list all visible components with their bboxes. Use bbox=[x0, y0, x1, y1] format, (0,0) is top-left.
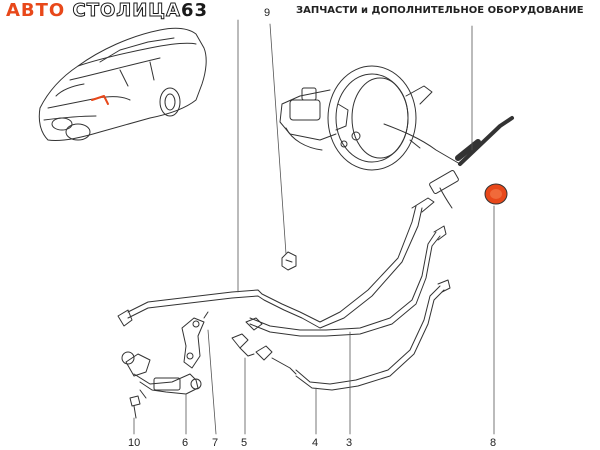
leader-lines bbox=[133, 19, 495, 435]
callout-4[interactable]: 4 bbox=[312, 437, 318, 449]
clutch-arm bbox=[458, 116, 514, 166]
callout-10[interactable]: 10 bbox=[128, 437, 140, 449]
header-tagline: ЗАПЧАСТИ и ДОПОЛНИТЕЛЬНОЕ ОБОРУДОВАНИЕ bbox=[296, 5, 584, 16]
callout-5[interactable]: 5 bbox=[241, 437, 247, 449]
part-5-fittings[interactable] bbox=[231, 317, 297, 375]
clutch-boot bbox=[455, 139, 481, 161]
clutch-master-cylinder bbox=[429, 170, 459, 194]
logo-part-stolitsa: СТОЛИЦА bbox=[72, 0, 181, 22]
brand-logo[interactable]: АВТО СТОЛИЦА63 bbox=[6, 0, 208, 22]
pipe-long bbox=[127, 205, 417, 323]
brake-booster-illustration bbox=[279, 65, 433, 171]
car-illustration bbox=[38, 27, 207, 141]
part-7-bracket[interactable] bbox=[181, 311, 209, 369]
logo-part-63: 63 bbox=[180, 0, 208, 21]
clutch-rod bbox=[383, 123, 461, 165]
callout-8[interactable]: 8 bbox=[490, 437, 496, 449]
header-banner: АВТО СТОЛИЦА63 ЗАПЧАСТИ и ДОПОЛНИТЕЛЬНОЕ… bbox=[0, 0, 600, 24]
part-9-clip[interactable] bbox=[281, 251, 297, 271]
part-6-slave-cylinder[interactable] bbox=[121, 351, 202, 399]
callout-7[interactable]: 7 bbox=[212, 437, 218, 449]
pipe-fitting-top bbox=[411, 197, 435, 213]
callout-6[interactable]: 6 bbox=[182, 437, 188, 449]
logo-part-auto: АВТО bbox=[6, 0, 73, 21]
pipe-end-fitting-left bbox=[117, 309, 133, 327]
callout-3[interactable]: 3 bbox=[346, 437, 352, 449]
pipe-lower bbox=[295, 285, 441, 385]
callout-9[interactable]: 9 bbox=[264, 7, 270, 19]
pipe-middle bbox=[249, 231, 437, 331]
part-10-bolt[interactable] bbox=[129, 395, 141, 419]
car-highlight bbox=[91, 95, 109, 105]
